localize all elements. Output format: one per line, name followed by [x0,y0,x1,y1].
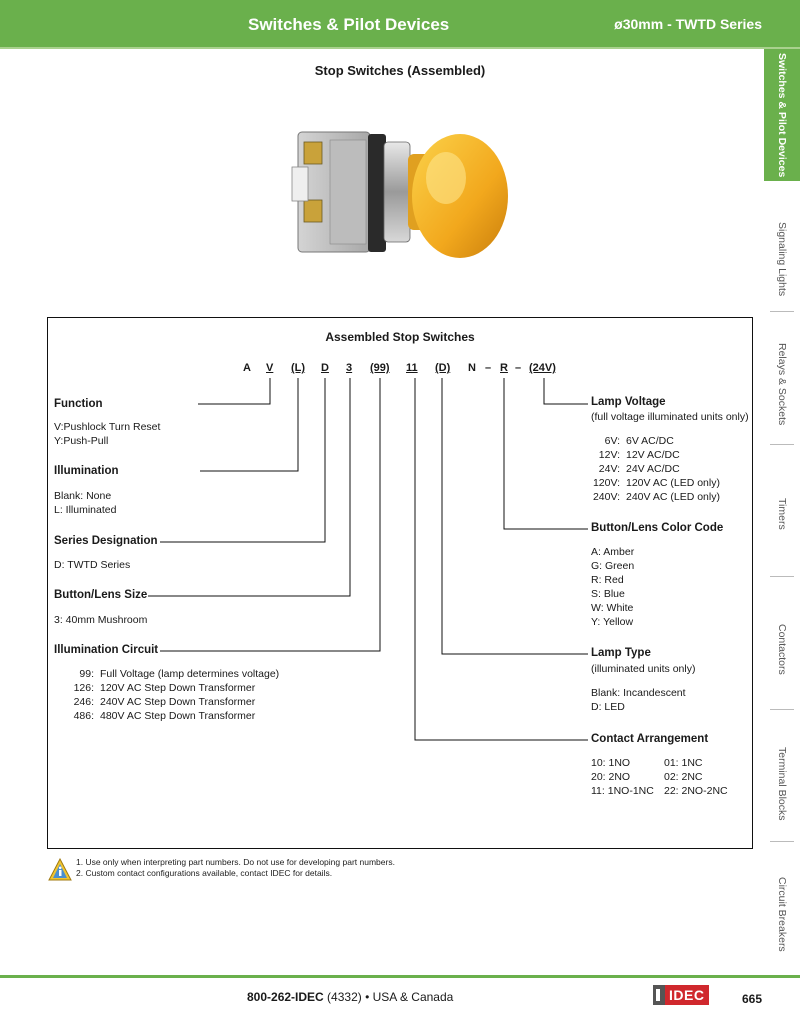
contact-cell: 22: 2NO-2NC [664,785,728,797]
side-tab-timers[interactable]: Timers [776,498,788,530]
diagram-title: Assembled Stop Switches [325,330,475,344]
circuit-text: 240V AC Step Down Transformer [100,696,256,708]
idec-logo-text: IDEC [665,985,710,1005]
lamp-type-subheading: (illuminated units only) [591,663,696,675]
contact-cell: 01: 1NC [664,757,703,769]
lamp-voltage-text: 24V AC/DC [626,463,680,475]
product-photo [291,131,508,258]
contact-cell: 20: 2NO [591,771,631,783]
code-n: N [468,362,476,374]
code-contact: 11 [406,362,418,374]
circuit-code: 126: [73,682,94,694]
lamp-voltage-heading: Lamp Voltage [591,396,666,408]
function-heading: Function [54,398,103,410]
color-code-heading: Button/Lens Color Code [591,522,724,534]
code-series: D [321,362,329,374]
color-code-line: R: Red [591,574,624,586]
lamp-type-heading: Lamp Type [591,647,651,659]
idec-logo: IDEC [653,985,710,1005]
code-dash: – [485,362,492,374]
side-divider [770,576,794,577]
side-tab-circuit-breakers[interactable]: Circuit Breakers [776,876,788,952]
footer-phone-suffix: (4332) • USA & Canada [323,990,454,1004]
footnote: 2. Custom contact configurations availab… [76,868,333,878]
footer-contact: 800-262-IDEC (4332) • USA & Canada [247,990,453,1004]
code-a: A [243,362,251,374]
illumination-line: L: Illuminated [54,504,117,516]
lamp-voltage-code: 12V: [598,449,620,461]
contact-cell: 10: 1NO [591,757,631,769]
lamp-voltage-text: 240V AC (LED only) [626,491,720,503]
circuit-text: 480V AC Step Down Transformer [100,710,256,722]
function-line: V:Pushlock Turn Reset [54,421,161,433]
side-tab-contactors[interactable]: Contactors [776,623,788,675]
circuit-text: Full Voltage (lamp determines voltage) [100,668,280,680]
code-lamp-voltage: (24V) [529,362,556,374]
code-dash: – [515,362,522,374]
color-code-line: W: White [591,602,634,614]
footer-divider [0,975,800,978]
code-color: R [500,362,508,374]
color-code-line: A: Amber [591,546,635,558]
lamp-type-line: D: LED [591,701,625,713]
series-title: ø30mm - TWTD Series [614,16,762,32]
side-divider [770,311,794,312]
lamp-voltage-code: 120V: [592,477,620,489]
footnote: 1. Use only when interpreting part numbe… [76,857,395,867]
side-tabs: Switches & Pilot Devices Signaling Light… [764,49,800,979]
info-warning-icon [48,858,72,881]
lamp-voltage-code: 24V: [598,463,620,475]
lamp-voltage-code: 6V: [604,435,620,447]
side-divider [770,709,794,710]
lamp-voltage-text: 120V AC (LED only) [626,477,720,489]
circuit-code: 99: [79,668,94,680]
footnotes: 1. Use only when interpreting part numbe… [76,857,395,879]
circuit-code: 486: [73,710,94,722]
leader-lines [148,378,588,741]
lamp-type-line: Blank: Incandescent [591,687,686,699]
side-tab-relays[interactable]: Relays & Sockets [776,342,788,426]
circuit-text: 120V AC Step Down Transformer [100,682,256,694]
function-line: Y:Push-Pull [54,435,109,447]
contact-cell: 11: 1NO-1NC [591,785,654,797]
page-title: Stop Switches (Assembled) [314,63,486,78]
header-divider [0,47,800,49]
section-title: Switches & Pilot Devices [248,15,450,34]
illumination-line: Blank: None [54,490,112,502]
illumination-heading: Illumination [54,465,119,477]
code-circuit: (99) [370,362,390,374]
lamp-voltage-text: 6V AC/DC [626,435,674,447]
idec-logo-mark [653,985,665,1005]
series-heading: Series Designation [54,535,158,547]
code-illumination: (L) [291,362,306,374]
contact-cell: 02: 2NC [664,771,703,783]
code-size: 3 [346,362,353,374]
color-code-line: G: Green [591,560,635,572]
code-function: V [266,362,274,374]
lamp-voltage-subheading: (full voltage illuminated units only) [591,411,749,423]
circuit-heading: Illumination Circuit [54,644,159,656]
side-tab-terminal-blocks[interactable]: Terminal Blocks [776,747,788,821]
color-code-line: Y: Yellow [591,616,634,628]
circuit-code: 246: [73,696,94,708]
footer-phone: 800-262-IDEC [247,990,324,1004]
page-header: Switches & Pilot Devices ø30mm - TWTD Se… [0,0,800,47]
lamp-voltage-text: 12V AC/DC [626,449,680,461]
part-number-diagram: Assembled Stop Switches A V (L) D 3 (99)… [47,317,753,849]
series-line: D: TWTD Series [54,559,131,571]
size-line: 3: 40mm Mushroom [54,614,148,626]
contact-heading: Contact Arrangement [591,733,709,745]
color-code-line: S: Blue [591,588,625,600]
side-tab-signaling-lights[interactable]: Signaling Lights [776,221,788,297]
code-lamp-type: (D) [435,362,451,374]
lamp-voltage-code: 240V: [592,491,620,503]
size-heading: Button/Lens Size [54,589,148,601]
side-tab-switches[interactable]: Switches & Pilot Devices [764,49,800,181]
page-number: 665 [742,992,763,1006]
side-divider [770,841,794,842]
side-divider [770,444,794,445]
